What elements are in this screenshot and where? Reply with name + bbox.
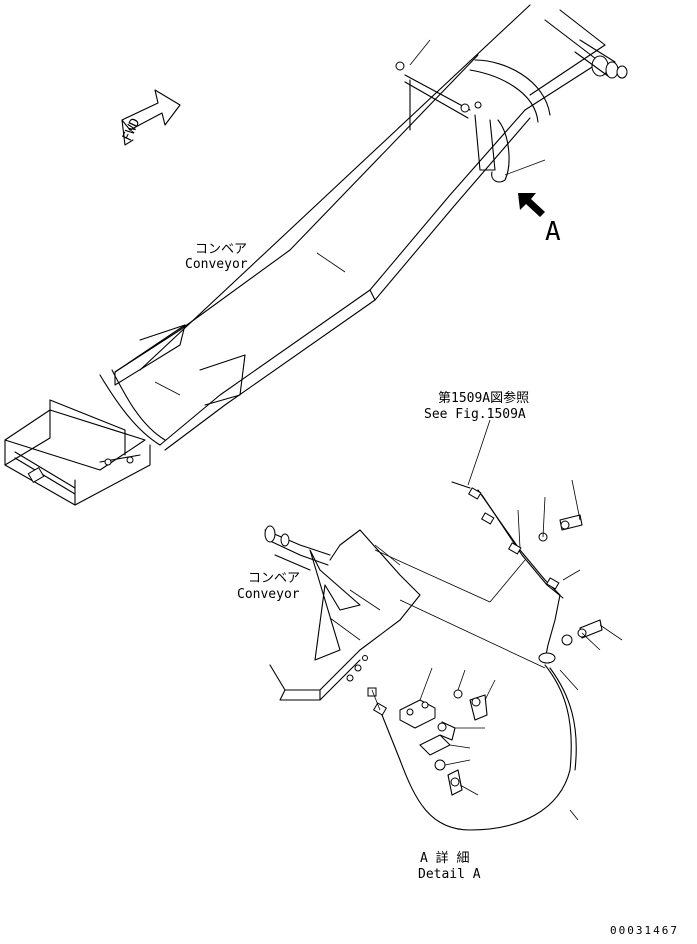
detail-a-assembly: [264, 419, 623, 831]
conveyor-label-en-2: Conveyor: [237, 587, 300, 602]
clamp-block: [399, 699, 436, 729]
view-arrow-letter: A: [545, 217, 561, 247]
bolt-lower: [453, 689, 488, 721]
wire-harness: [367, 481, 577, 831]
see-fig-label-en: See Fig.1509A: [424, 407, 526, 422]
bolt-bottom: [434, 759, 463, 796]
tail-frame: [4, 399, 151, 506]
see-fig-label-jp: 第1509A図参照: [438, 390, 529, 406]
upper-bracket: [395, 61, 510, 183]
plug: [437, 721, 456, 741]
clip-plate: [419, 734, 451, 756]
bolt-upper: [538, 514, 583, 542]
detail-label-en: Detail A: [418, 867, 481, 882]
conveyor-label-en-1: Conveyor: [185, 257, 248, 272]
detail-label-jp: A 詳 細: [420, 850, 469, 866]
conveyor-assembly: [4, 4, 628, 506]
conveyor-label-jp-1: コンベア: [195, 242, 247, 257]
conveyor-label-jp-2: コンベア: [248, 571, 300, 586]
fwd-label: FWD: [120, 116, 144, 144]
head-pulley: [574, 39, 628, 79]
fwd-arrow-icon: FWD: [120, 89, 181, 146]
view-direction-arrow-icon: A: [518, 193, 561, 247]
bolt-middle: [561, 619, 603, 646]
drawing-number: 00031467: [610, 924, 679, 937]
